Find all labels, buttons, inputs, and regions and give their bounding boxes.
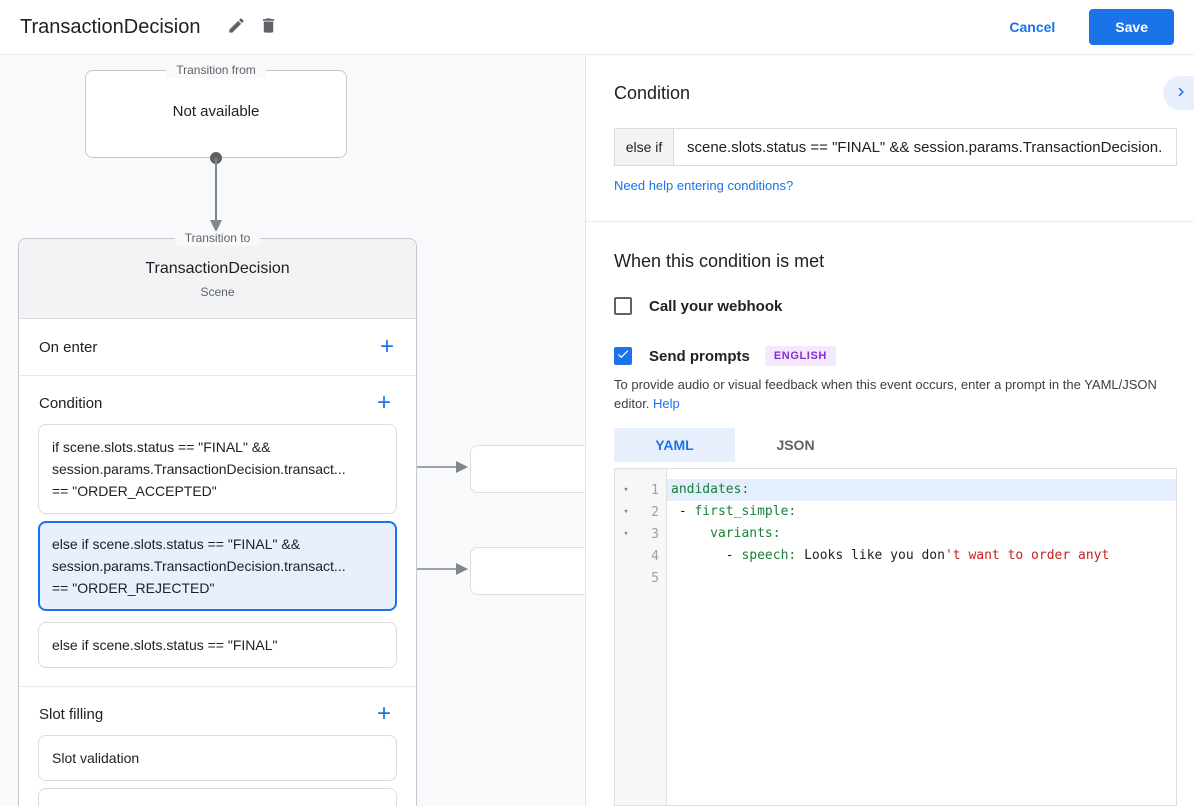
save-button[interactable]: Save [1089, 9, 1174, 45]
panel-divider [586, 221, 1194, 222]
cancel-button[interactable]: Cancel [1009, 19, 1056, 35]
scene-card: Transition to TransactionDecision Scene … [18, 231, 417, 806]
transition-from-box: Transition from Not available [85, 63, 347, 158]
fold-toggle-icon[interactable]: ▾ [623, 529, 629, 539]
language-badge: ENGLISH [764, 346, 836, 366]
pencil-icon [227, 16, 246, 38]
slot-item-validation[interactable]: Slot validation [38, 735, 397, 781]
description-text: To provide audio or visual feedback when… [614, 377, 1157, 411]
send-prompts-row: Send prompts ENGLISH [614, 346, 836, 366]
transition-target-box-1[interactable] [470, 445, 596, 493]
condition-line: else if scene.slots.status == "FINAL" [52, 637, 278, 653]
line-number: 3 [651, 526, 659, 542]
condition-line: == "ORDER_ACCEPTED" [52, 483, 217, 499]
slot-filling-label: Slot filling [39, 705, 104, 723]
tab-json[interactable]: JSON [776, 437, 815, 453]
page-title: TransactionDecision [20, 15, 201, 38]
condition-section-label: Condition [39, 394, 103, 412]
line-number: 1 [651, 482, 659, 498]
fold-toggle-icon[interactable]: ▾ [623, 485, 629, 495]
code-line-3: ▾ 3 variants: [615, 523, 1176, 545]
add-on-enter-button[interactable]: + [374, 335, 400, 359]
editor-format-tabs: YAML JSON [614, 428, 856, 462]
trash-icon [259, 16, 278, 38]
on-enter-row: On enter + [19, 319, 416, 376]
condition-line: == "ORDER_REJECTED" [52, 580, 215, 596]
code-line-1: ▾ 1 andidates: [615, 479, 1176, 501]
collapse-panel-button[interactable] [1163, 76, 1194, 110]
condition-line: session.params.TransactionDecision.trans… [52, 558, 346, 574]
top-bar: TransactionDecision Cancel Save [0, 0, 1194, 55]
call-webhook-label: Call your webhook [649, 297, 783, 315]
code-line-4: 4 - speech: Looks like you don't want to… [615, 545, 1176, 567]
on-enter-label: On enter [39, 338, 98, 356]
condition-detail-panel: Condition else if Need help entering con… [585, 55, 1194, 806]
chevron-right-icon [1172, 83, 1186, 104]
transition-target-box-2[interactable] [470, 547, 596, 595]
line-number: 2 [651, 504, 659, 520]
condition-help-link[interactable]: Need help entering conditions? [614, 178, 794, 193]
line-number: 4 [651, 548, 659, 564]
condition-item-rejected-selected[interactable]: else if scene.slots.status == "FINAL" &&… [38, 521, 397, 611]
fold-toggle-icon[interactable]: ▾ [623, 507, 629, 517]
delete-button[interactable] [252, 11, 284, 43]
panel-heading: Condition [614, 83, 691, 103]
tab-yaml[interactable]: YAML [614, 428, 735, 462]
add-condition-button[interactable]: + [371, 391, 397, 415]
scene-card-header[interactable]: Transition to TransactionDecision Scene [19, 231, 416, 319]
condition-line: else if scene.slots.status == "FINAL" && [52, 536, 301, 552]
line-number: 5 [651, 570, 659, 586]
help-link[interactable]: Help [653, 396, 680, 411]
transition-from-legend: Transition from [166, 63, 266, 78]
condition-item-final[interactable]: else if scene.slots.status == "FINAL" [38, 622, 397, 668]
condition-met-heading: When this condition is met [614, 251, 825, 271]
webhook-row: Call your webhook [614, 297, 782, 315]
condition-keyword-label: else if [614, 128, 673, 166]
code-line-5: 5 [615, 567, 1176, 589]
call-webhook-checkbox[interactable] [614, 297, 632, 315]
checkmark-icon [616, 347, 630, 366]
add-slot-button[interactable]: + [371, 702, 397, 726]
slot-filling-section: Slot filling + Slot validation [19, 687, 416, 806]
yaml-code-editor[interactable]: ▾ 1 andidates: ▾ 2 - first_simple: ▾ 3 v… [614, 468, 1177, 806]
prompt-editor-description: To provide audio or visual feedback when… [614, 375, 1166, 413]
transition-to-legend: Transition to [174, 231, 261, 246]
send-prompts-label: Send prompts [649, 347, 750, 365]
condition-expression-row: else if [614, 128, 1177, 166]
send-prompts-checkbox[interactable] [614, 347, 632, 365]
condition-line: session.params.TransactionDecision.trans… [52, 461, 346, 477]
condition-expression-input[interactable] [673, 128, 1177, 166]
condition-item-accepted[interactable]: if scene.slots.status == "FINAL" && sess… [38, 424, 397, 514]
slot-item-partial[interactable] [38, 788, 397, 806]
code-line-2: ▾ 2 - first_simple: [615, 501, 1176, 523]
flow-arrow-down [210, 152, 222, 232]
slot-item-label: Slot validation [52, 750, 140, 766]
condition-line: if scene.slots.status == "FINAL" && [52, 439, 271, 455]
condition-section: Condition + if scene.slots.status == "FI… [19, 376, 416, 687]
edit-button[interactable] [220, 11, 252, 43]
transition-from-value: Not available [172, 103, 260, 120]
scene-subtitle: Scene [200, 285, 235, 299]
scene-title: TransactionDecision [145, 260, 290, 277]
